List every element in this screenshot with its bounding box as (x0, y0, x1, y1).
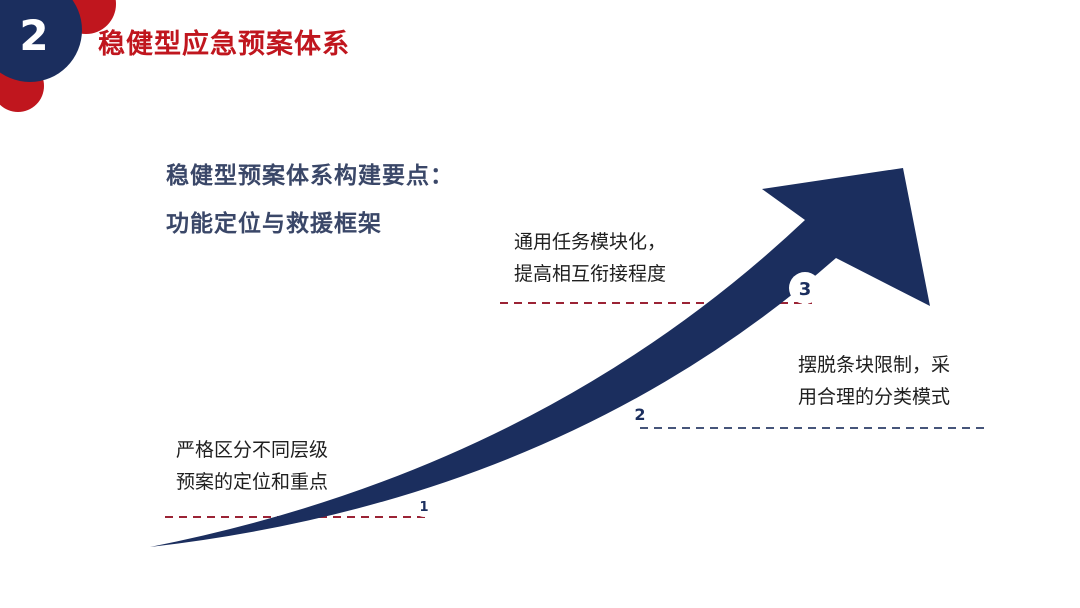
headline: 稳健型预案体系构建要点： 功能定位与救援框架 (166, 152, 454, 248)
step-marker-3: 3 (789, 272, 821, 304)
step-2-line-2: 用合理的分类模式 (798, 386, 951, 408)
step-number-1: 1 (419, 500, 428, 515)
section-number: 2 (19, 11, 49, 60)
step-circle-1 (413, 495, 435, 517)
step-2-line-1: 摆脱条块限制，采 (798, 354, 951, 376)
step-3-line-1: 通用任务模块化， (514, 231, 667, 253)
growth-arrow (150, 168, 930, 547)
headline-line-2: 功能定位与救援框架 (166, 211, 382, 237)
step-number-2: 2 (634, 405, 645, 424)
headline-line-1: 稳健型预案体系构建要点： (166, 163, 454, 189)
step-marker-1: 1 (413, 495, 435, 517)
step-circle-2 (627, 401, 653, 427)
step-3-text: 通用任务模块化， 提高相互衔接程度 (514, 226, 666, 290)
corner-circle-navy (0, 0, 82, 82)
section-title: 稳健型应急预案体系 (98, 29, 350, 60)
step-1-line-1: 严格区分不同层级 (176, 439, 329, 461)
step-3-line-2: 提高相互衔接程度 (514, 263, 667, 285)
step-2-text: 摆脱条块限制，采 用合理的分类模式 (798, 349, 950, 413)
step-number-3: 3 (799, 279, 812, 300)
step-circle-3 (789, 272, 821, 304)
corner-decoration (0, 0, 116, 112)
step-marker-2: 2 (627, 401, 653, 427)
step-1-line-2: 预案的定位和重点 (176, 471, 329, 493)
step-1-text: 严格区分不同层级 预案的定位和重点 (176, 434, 328, 498)
